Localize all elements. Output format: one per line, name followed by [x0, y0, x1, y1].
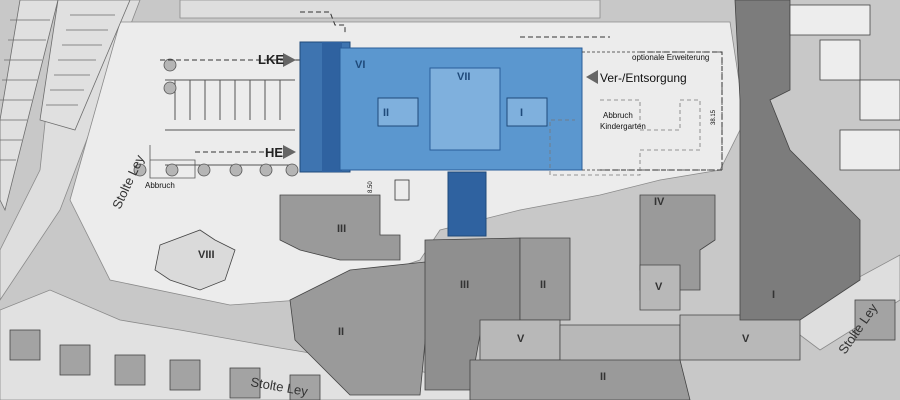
label-lke: LKE — [258, 52, 284, 67]
utility-box — [394, 179, 410, 201]
new-building-connector — [447, 171, 487, 237]
label-optionale-erweiterung: optionale Erweiterung — [632, 53, 709, 62]
label-building-iv: IV — [654, 196, 665, 208]
new-building-core-ii — [377, 97, 419, 127]
building-iii-a — [279, 194, 401, 261]
building-ii-b — [519, 237, 571, 321]
building-i-right — [734, 0, 861, 321]
parking-rows-left — [0, 0, 131, 212]
label-building-ii-b: II — [540, 279, 546, 291]
label-building-vii: VII — [457, 71, 470, 83]
label-he: HE — [265, 145, 283, 160]
building-v-d — [679, 314, 801, 361]
label-dim-3815: 38.15 — [711, 109, 717, 125]
access-arrows — [283, 53, 598, 159]
label-building-vi: VI — [355, 59, 365, 71]
kindergarten-outline — [549, 99, 701, 176]
label-abbruch-kindergarten-2: Kindergarten — [600, 122, 646, 131]
label-building-iii-a: III — [337, 223, 346, 235]
label-ver-entsorgung: Ver-/Entsorgung — [600, 71, 687, 85]
label-building-i-right: I — [772, 289, 775, 301]
building-v-b — [639, 264, 681, 311]
label-building-v-a: V — [655, 281, 663, 293]
new-building-core-i — [506, 97, 548, 127]
lke-arrow-icon — [283, 53, 296, 67]
label-building-iii-b: III — [460, 279, 469, 291]
new-building-atrium — [429, 67, 501, 151]
label-abbruch-left: Abbruch — [145, 181, 175, 190]
label-building-ii-new: II — [383, 107, 389, 119]
label-building-ii-c: II — [338, 326, 344, 338]
extension-outline — [582, 51, 723, 171]
label-dim-850: 8.50 — [368, 181, 374, 193]
existing-buildings — [154, 0, 861, 400]
he-arrow-icon — [283, 145, 296, 159]
building-level-labels: VI VII II I III VIII III II II IV V V V … — [198, 59, 775, 383]
new-building-west-core — [322, 42, 342, 172]
label-building-v-c: V — [742, 333, 750, 345]
building-bottom-block — [469, 359, 691, 400]
road-top — [179, 0, 601, 19]
label-building-v-b: V — [517, 333, 525, 345]
label-building-viii: VIII — [198, 249, 215, 261]
residential-blocks — [9, 4, 900, 400]
new-building — [299, 41, 583, 237]
trees-row — [133, 58, 299, 177]
label-building-i-new: I — [520, 107, 523, 119]
supply-arrow-icon — [586, 70, 598, 84]
building-v-c — [559, 324, 681, 366]
fence-line-left — [149, 145, 196, 179]
building-viii — [154, 229, 236, 291]
label-building-ii-d: II — [600, 371, 606, 383]
label-abbruch-kindergarten-1: Abbruch — [603, 111, 633, 120]
